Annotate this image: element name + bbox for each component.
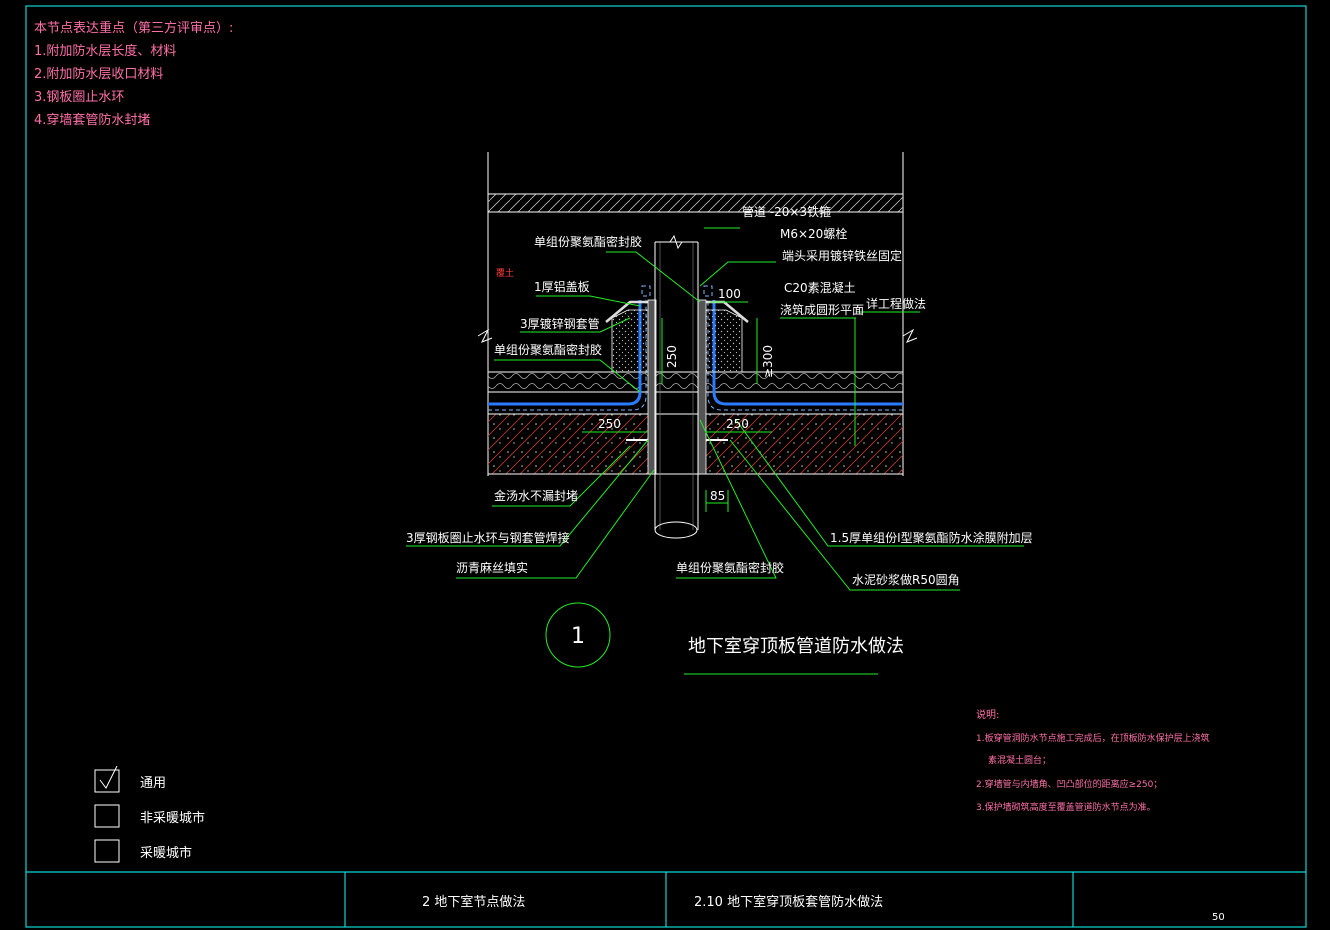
callout-asphalt: 沥青麻丝填实 — [456, 560, 528, 575]
protect-layer — [488, 372, 903, 392]
detail-number: 1 — [571, 624, 585, 649]
legend: 通用 非采暖城市 采暖城市 — [94, 765, 205, 863]
membrane-left-2 — [488, 300, 647, 411]
top-hatch — [488, 194, 903, 212]
explanation-heading: 说明: — [976, 708, 999, 721]
explanation-line: 2.穿墙管与内墙角、凹凸部位的距离应≥250； — [976, 778, 1162, 790]
callout-sealant-mid: 单组份聚氨酯密封胶 — [494, 342, 602, 357]
titlebar-drawing: 2.10 地下室穿顶板套管防水做法 — [694, 894, 883, 910]
notes-item: 1.附加防水层长度、材料 — [34, 43, 176, 59]
membrane-right — [712, 300, 903, 406]
notes-block: 本节点表达重点（第三方评审点）: 1.附加防水层长度、材料 2.附加防水层收口材… — [34, 20, 233, 128]
clamp-right — [703, 285, 713, 297]
callout-membrane: 1.5厚单组份Ⅰ型聚氨酯防水涂膜附加层 — [830, 530, 1033, 545]
callout-sealant-bottom: 单组份聚氨酯密封胶 — [676, 560, 784, 575]
sleeve-right — [697, 299, 707, 475]
notes-heading: 本节点表达重点（第三方评审点）: — [34, 20, 233, 36]
membrane-right-2 — [707, 300, 903, 411]
membrane-left — [488, 300, 642, 406]
leader-lines — [406, 227, 1024, 591]
slab-right — [704, 414, 903, 474]
slab-left — [488, 414, 650, 474]
dim-85: 85 — [710, 489, 725, 503]
notes-item: 4.穿墙套管防水封堵 — [34, 112, 150, 128]
check-mark-icon — [99, 765, 118, 789]
legend-label-heating: 采暖城市 — [140, 845, 192, 861]
titlebar-section: 2 地下室节点做法 — [422, 894, 525, 910]
callout-water-stop: 3厚钢板圈止水环与钢套管焊接 — [406, 530, 570, 545]
dim-300: ≥300 — [761, 345, 775, 378]
explanation-line: 素混凝土圆台； — [988, 754, 1051, 766]
dim-250-right: 250 — [726, 417, 749, 431]
sleeve-left — [647, 299, 657, 475]
callout-sealant-top: 单组份聚氨酯密封胶 — [534, 234, 642, 249]
notes-item: 3.钢板圈止水环 — [34, 90, 124, 105]
left-break-mark — [477, 328, 493, 343]
dim-100: 100 — [718, 287, 741, 301]
dim-250-left: 250 — [598, 417, 621, 431]
cap-right — [705, 309, 743, 373]
callout-mortar: 水泥砂浆做R50圆角 — [852, 572, 960, 587]
legend-label-nonheating: 非采暖城市 — [140, 810, 205, 826]
dim-250-vertical: 250 — [665, 345, 679, 368]
explanation-block: 说明: 1.板穿管洞防水节点施工完成后，在顶板防水保护层上浇筑 素混凝土圆台； … — [976, 708, 1210, 813]
callout-round: 浇筑成圆形平面 — [780, 302, 864, 317]
section-detail: 管道 -20×3铁箍 M6×20螺栓 端头采用镀锌铁丝固定 C20素混凝土 浇筑… — [406, 152, 1033, 591]
callout-pipe-clamp: 管道 -20×3铁箍 — [742, 204, 831, 219]
pipe-break — [669, 234, 683, 250]
detail-title: 地下室穿顶板管道防水做法 — [688, 636, 904, 657]
titlebar-page: 50 — [1212, 912, 1225, 923]
notes-item: 2.附加防水层收口材料 — [34, 66, 163, 82]
legend-checkbox-nonheating[interactable] — [94, 804, 120, 828]
legend-checkbox-heating[interactable] — [94, 839, 120, 863]
detail-number-circle — [545, 602, 611, 668]
callout-tar-sealing: 金汤水不漏封堵 — [494, 488, 578, 503]
callout-steel-sleeve: 3厚镀锌钢套管 — [520, 316, 600, 331]
callout-wire: 端头采用镀锌铁丝固定 — [782, 248, 902, 263]
callout-see-project: 详工程做法 — [866, 296, 926, 311]
clamp-left — [641, 285, 651, 297]
legend-label-general: 通用 — [140, 776, 166, 791]
callout-soil: 覆土 — [496, 267, 514, 279]
legend-checkbox-general[interactable] — [94, 769, 120, 793]
pipe-bottom-ellipse — [654, 521, 698, 539]
dimension-lines — [582, 301, 856, 512]
cap-left — [611, 309, 649, 373]
explanation-line: 3.保护墙砌筑高度至覆盖管道防水节点为准。 — [976, 801, 1156, 813]
callout-bolt: M6×20螺栓 — [780, 226, 847, 241]
al-cover-left — [605, 300, 652, 323]
callout-al-cover: 1厚铝盖板 — [534, 279, 590, 294]
right-break-mark — [902, 328, 918, 343]
callout-concrete: C20素混凝土 — [784, 280, 856, 295]
explanation-line: 1.板穿管洞防水节点施工完成后，在顶板防水保护层上浇筑 — [976, 732, 1210, 744]
